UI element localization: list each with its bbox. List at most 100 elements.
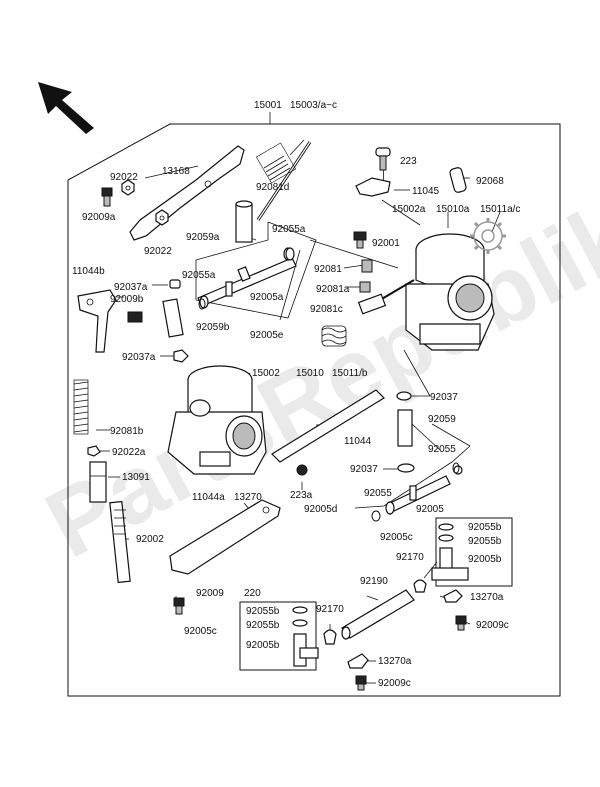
nut-92022-top [121,179,135,196]
sleeve-92059b [162,298,184,338]
label-92055b-r1: 92055b [468,522,502,533]
label-92037-mid: 92037 [350,464,378,475]
parts-frame [67,123,561,697]
label-92005c-r: 92005c [380,532,413,543]
sleeve-92059 [397,409,413,447]
label-92022-top: 92022 [110,172,138,183]
label-92005b-r: 92005b [468,554,502,565]
label-13270a-bottom: 13270a [378,656,412,667]
nut-92022a [87,445,101,457]
clip-92037-right-mid [397,463,415,473]
label-92059a: 92059a [186,232,220,243]
adjuster-13091 [89,461,107,503]
spring-92081c [321,325,347,347]
label-11044a: 11044a [192,492,225,503]
label-15011b: 15011/b [332,368,368,379]
label-92009b: 92009b [110,294,144,305]
label-92009: 92009 [196,588,224,599]
label-92055b-r2: 92055b [468,536,502,547]
pipe-92005 [385,465,463,515]
clamp-92170-right [413,579,427,593]
screw-92009a [101,187,113,207]
label-220: 220 [244,588,261,599]
label-92009c-top: 92009c [476,620,509,631]
screw-92001 [353,231,367,249]
o-ring-92055a-top [285,247,295,261]
clip-92037-right-top [396,391,412,401]
label-223a: 223a [290,490,313,501]
label-92059: 92059 [428,414,456,425]
spring-92081d [255,142,297,184]
label-92081: 92081 [314,264,342,275]
o-ring-92055b-box-a [292,606,308,614]
label-92081a: 92081a [316,284,350,295]
clamp-11045 [355,177,391,197]
label-13091: 13091 [122,472,150,483]
label-92055a-top: 92055a [272,224,306,235]
label-92055-lower: 92055 [364,488,392,499]
direction-arrow-icon [38,82,94,134]
label-92037-right: 92037 [430,392,458,403]
label-92081c: 92081c [310,304,343,315]
label-92170-left: 92170 [316,604,344,615]
pipe-92005a [197,247,297,309]
clip-92037a-mid [173,349,189,363]
label-92005d: 92005d [304,504,337,515]
screw-92009c-bottom [355,675,367,691]
pipe-92005b-box [293,633,319,667]
label-13168: 13168 [162,166,190,177]
label-92170-right: 92170 [396,552,424,563]
spring-92081-small [361,259,373,273]
o-ring-92055b-a [438,523,454,531]
linkage-11044b [77,289,143,353]
carburetor-left-15002 [167,365,267,475]
label-15001: 15001 [254,100,282,111]
o-ring-92055-right [452,462,460,474]
plug-92068 [449,167,467,193]
plate-11044a [169,499,281,575]
part-labels: 15001 15003/a~c 223 92068 11045 15002a 1… [72,100,520,689]
pipe-92005b-right [431,547,469,581]
clamp-92170-left [323,629,337,645]
bracket-13168 [129,145,245,241]
label-92068: 92068 [476,176,504,187]
label-92005b-l: 92005b [246,640,280,651]
label-15002: 15002 [252,368,280,379]
screw-92009 [173,597,185,615]
sleeve-92059a [235,200,253,243]
detail-box-left [239,601,317,671]
o-ring-92055b-box-b [292,619,308,627]
label-11045: 11045 [412,186,440,197]
label-11044b: 11044b [72,266,105,277]
nut-92022-mid [155,209,169,226]
bracket-13270a-bottom [347,653,369,669]
spring-92081a [359,281,371,293]
label-92059b: 92059b [196,322,230,333]
label-15003: 15003/a~c [290,100,337,111]
label-15010a: 15010a [436,204,470,215]
label-92037a-top: 92037a [114,282,148,293]
o-ring-92055b-b [438,534,454,542]
rod-11044 [271,389,385,476]
cable-rod [256,141,312,221]
detail-box-right [435,517,513,587]
label-92190: 92190 [360,576,388,587]
screw-223 [375,147,391,171]
label-92022-mid: 92022 [144,246,172,257]
label-92002: 92002 [136,534,164,545]
label-92001: 92001 [372,238,400,249]
label-92055-right: 92055 [428,444,456,455]
label-92081d: 92081d [256,182,289,193]
carburetor-right-15002a [357,233,495,351]
label-13270: 13270 [234,492,262,503]
gear-icon [470,218,506,254]
label-92022a: 92022a [112,447,146,458]
screw-92009c-top [455,615,467,631]
label-92037a-mid: 92037a [122,352,156,363]
label-11044: 11044 [344,436,372,447]
spring-92081b [73,379,89,435]
label-92055b-l2: 92055b [246,620,280,631]
screw-92002 [109,500,131,584]
label-92009a: 92009a [82,212,116,223]
